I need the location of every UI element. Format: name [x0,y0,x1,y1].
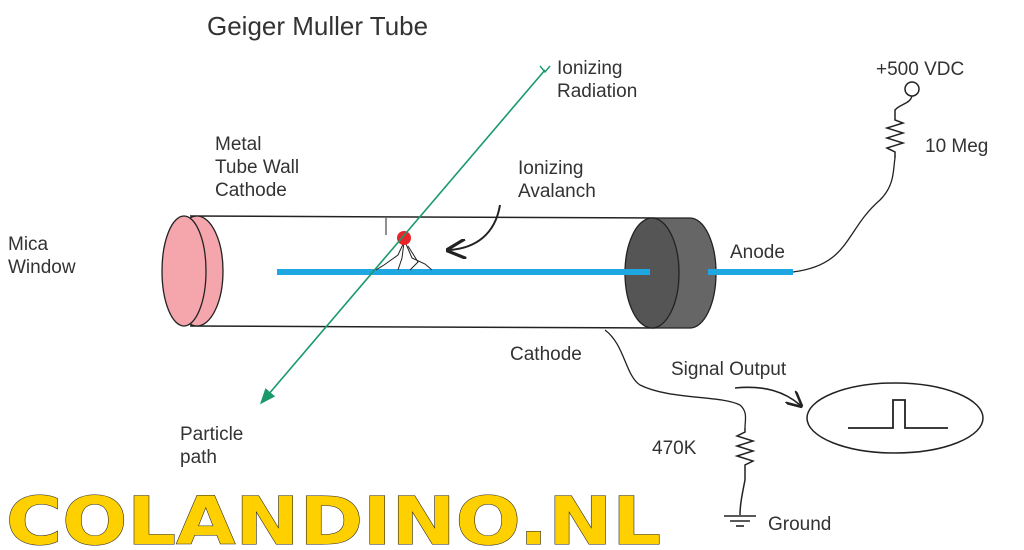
cathode-circuit-wire [604,329,747,429]
mica-window [161,215,224,327]
resistor-10meg-icon [884,95,913,158]
particle-path-arrow [259,69,546,405]
cathode-wall-label-line3: Cathode [215,180,287,201]
avalanche-label-line1: Ionizing [518,158,584,179]
anode-label: Anode [730,242,785,263]
avalanche-streamers [375,218,433,271]
particle-path-label-line1: Particle [180,424,243,445]
cathode-wall-label-line1: Metal [215,134,261,155]
ionizing-radiation-label-line1: Ionizing [557,58,623,79]
ground-label: Ground [768,514,831,535]
avalanche-dot [397,231,411,245]
diagram-title: Geiger Muller Tube [207,11,428,41]
avalanche-arrow [450,204,501,250]
cathode-wall-label-line2: Tube Wall [215,157,299,178]
anode-endcap [624,217,717,329]
tube-body [189,215,656,329]
avalanche-label-line2: Avalanch [518,181,596,202]
signal-output-label: Signal Output [671,359,787,380]
ionizing-radiation-label-line2: Radiation [557,81,637,102]
signal-output-scope [806,382,984,454]
voltage-label: +500 VDC [876,59,964,80]
resistor-10meg-label: 10 Meg [925,136,988,157]
mica-window-label-line1: Mica [8,234,49,255]
cathode-label: Cathode [510,344,582,365]
watermark-logo: COLANDINO.NL [6,483,661,550]
resistor-470k-icon [734,428,756,516]
resistor-470k-label: 470K [652,438,697,459]
signal-arrow [734,386,800,405]
mica-window-label-line2: Window [8,257,76,278]
particle-path-label-line2: path [180,447,217,468]
ground-icon [724,515,756,527]
pulse-waveform-icon [848,399,948,429]
voltage-terminal-icon [904,81,920,97]
anode-circuit-wire [792,157,896,273]
radiation-tick [539,65,551,74]
